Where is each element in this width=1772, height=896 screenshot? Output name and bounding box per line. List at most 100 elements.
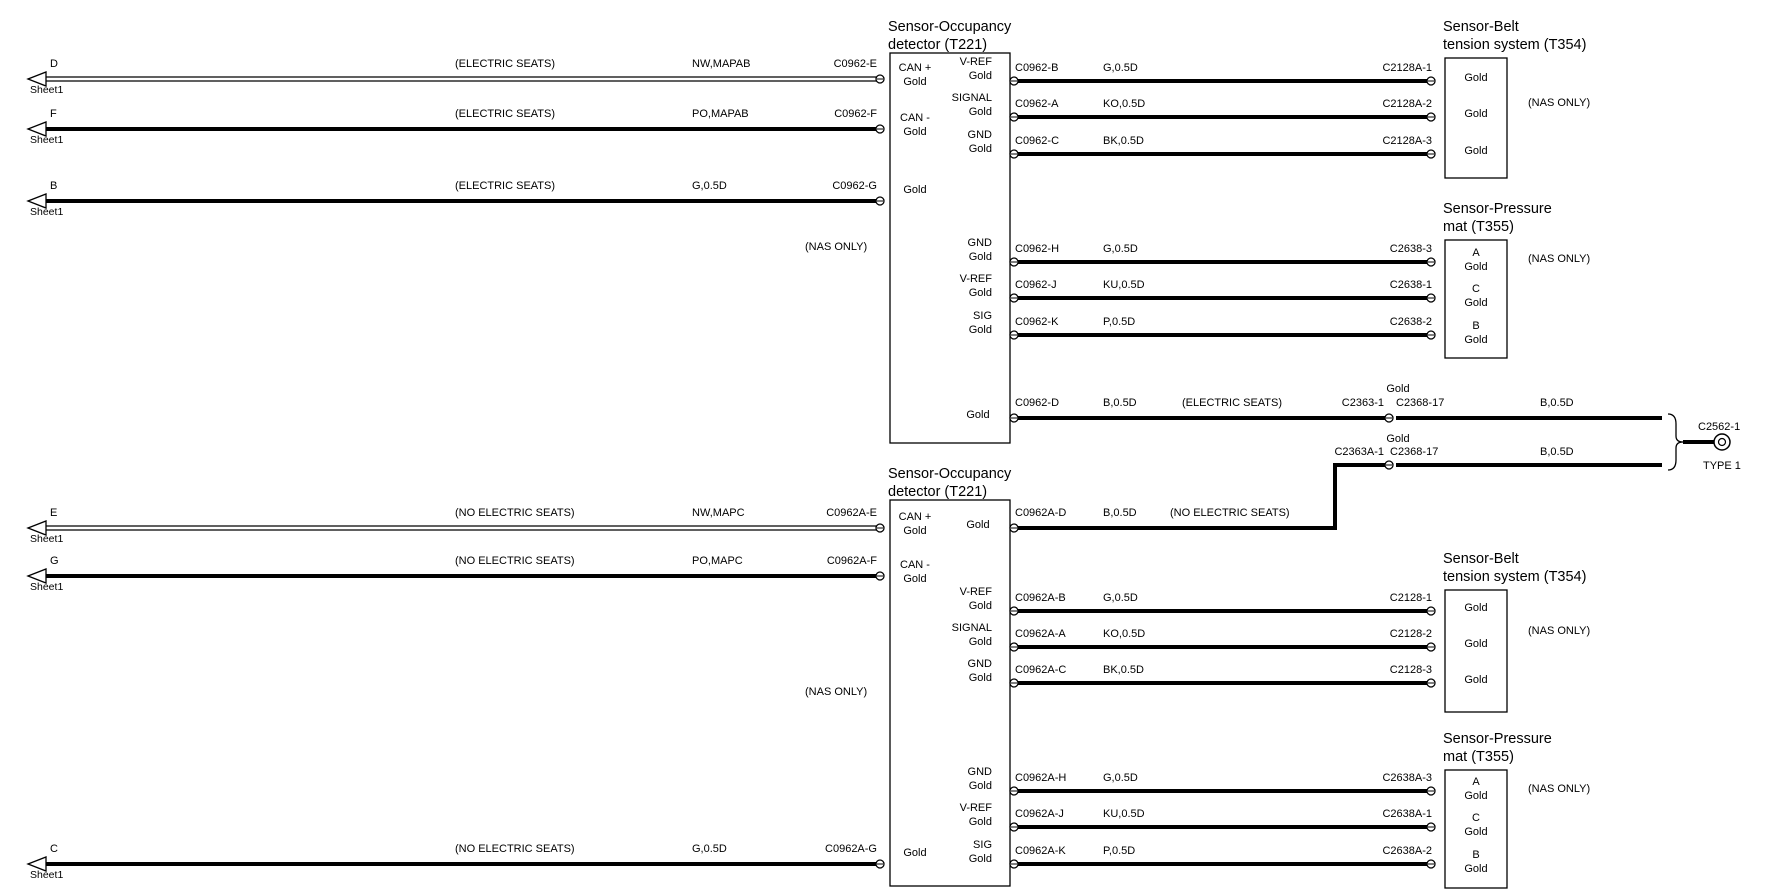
upper-rwirecode-5: P,0.5D <box>1103 316 1135 328</box>
splice-type: TYPE 1 <box>1703 460 1741 472</box>
upper-wirecode-2: G,0.5D <box>692 180 727 192</box>
lower-rlbl2-1: Gold <box>969 636 992 648</box>
upper-rpin2-3: C2638-3 <box>1390 243 1432 255</box>
lower-wirecode-1: PO,MAPC <box>692 555 743 567</box>
upper-sheet-1: Sheet1 <box>30 134 63 146</box>
lower-gnd-lbl: Gold <box>966 519 989 531</box>
upper-mat-letter-2: B <box>1472 320 1479 332</box>
upper-lbl1-0: CAN + <box>899 62 932 74</box>
lower-flag-letter-2: C <box>50 843 58 855</box>
lower-belt-nas: (NAS ONLY) <box>1528 625 1590 637</box>
lower-rwirecode-4: KU,0.5D <box>1103 808 1145 820</box>
upper-gnd-note: (ELECTRIC SEATS) <box>1182 397 1282 409</box>
lower-rlbl1-3: GND <box>968 766 993 778</box>
lower-rpin2-4: C2638A-1 <box>1382 808 1432 820</box>
upper-rwirecode-2: BK,0.5D <box>1103 135 1144 147</box>
upper-gnd-gold: Gold <box>1386 383 1409 395</box>
upper-rwirecode-0: G,0.5D <box>1103 62 1138 74</box>
lower-rwirecode-2: BK,0.5D <box>1103 664 1144 676</box>
lower-rlbl2-0: Gold <box>969 600 992 612</box>
upper-module-title-1: Sensor-Occupancy <box>888 19 1012 35</box>
lower-belt-title-1: Sensor-Belt <box>1443 551 1519 567</box>
upper-rlbl2-5: Gold <box>969 324 992 336</box>
lower-mat-gold-2: Gold <box>1464 863 1487 875</box>
lower-rlbl2-3: Gold <box>969 780 992 792</box>
upper-belt-pin-0: Gold <box>1464 72 1487 84</box>
lower-mat-letter-1: C <box>1472 812 1480 824</box>
upper-rwirecode-3: G,0.5D <box>1103 243 1138 255</box>
upper-belt-title-1: Sensor-Belt <box>1443 19 1519 35</box>
belt-sensor-upper-box <box>1444 57 1508 179</box>
upper-note-1: (ELECTRIC SEATS) <box>455 108 555 120</box>
upper-rlbl2-1: Gold <box>969 106 992 118</box>
lower-nas-only: (NAS ONLY) <box>805 686 867 698</box>
lower-module-title-2: detector (T221) <box>888 484 987 500</box>
upper-lbl1-1: CAN - <box>900 112 930 124</box>
occupancy-detector-lower-box <box>889 499 1011 887</box>
upper-belt-pin-1: Gold <box>1464 108 1487 120</box>
upper-gnd-wirecode: B,0.5D <box>1103 397 1137 409</box>
mat-sensor-lower-box <box>1444 769 1508 889</box>
lower-rwirecode-0: G,0.5D <box>1103 592 1138 604</box>
upper-rwirecode-4: KU,0.5D <box>1103 279 1145 291</box>
upper-rpin-1: C0962-A <box>1015 98 1059 110</box>
lower-pin-2: C0962A-G <box>825 843 877 855</box>
lower-rlbl2-5: Gold <box>969 853 992 865</box>
occupancy-detector-upper-box <box>889 52 1011 444</box>
upper-gnd-conn2: C2368-17 <box>1396 397 1444 409</box>
upper-gnd-pin: C0962-D <box>1015 397 1059 409</box>
lower-lbl2-1: Gold <box>903 573 926 585</box>
upper-rlbl1-1: SIGNAL <box>952 92 992 104</box>
upper-flag-letter-1: F <box>50 108 57 120</box>
lower-mat-title-1: Sensor-Pressure <box>1443 731 1552 747</box>
lower-gnd-wirecode: B,0.5D <box>1103 507 1137 519</box>
lower-rpin2-0: C2128-1 <box>1390 592 1432 604</box>
upper-pin-1: C0962-F <box>834 108 877 120</box>
upper-pin-0: C0962-E <box>834 58 877 70</box>
upper-rlbl1-0: V-REF <box>960 56 993 68</box>
upper-mat-gold-1: Gold <box>1464 297 1487 309</box>
upper-rpin2-1: C2128A-2 <box>1382 98 1432 110</box>
upper-lbl2-0: Gold <box>903 76 926 88</box>
upper-gnd-lbl: Gold <box>966 409 989 421</box>
upper-sheet-2: Sheet1 <box>30 206 63 218</box>
lower-mat-gold-0: Gold <box>1464 790 1487 802</box>
lower-belt-pin-2: Gold <box>1464 674 1487 686</box>
lower-rwirecode-1: KO,0.5D <box>1103 628 1145 640</box>
upper-flag-d-arrow <box>26 71 47 87</box>
upper-mat-letter-1: C <box>1472 283 1480 295</box>
lower-rwirecode-5: P,0.5D <box>1103 845 1135 857</box>
lower-gnd-gold: Gold <box>1386 433 1409 445</box>
lower-rpin-5: C0962A-K <box>1015 845 1066 857</box>
upper-pin-2: C0962-G <box>832 180 877 192</box>
upper-nas-only: (NAS ONLY) <box>805 241 867 253</box>
upper-rlbl2-4: Gold <box>969 287 992 299</box>
upper-sheet-0: Sheet1 <box>30 84 63 96</box>
lower-note-0: (NO ELECTRIC SEATS) <box>455 507 575 519</box>
belt-sensor-lower-box <box>1444 589 1508 713</box>
lower-lbl1-0: CAN + <box>899 511 932 523</box>
lower-rpin2-3: C2638A-3 <box>1382 772 1432 784</box>
upper-rpin-4: C0962-J <box>1015 279 1057 291</box>
upper-rpin2-4: C2638-1 <box>1390 279 1432 291</box>
lower-mat-gold-1: Gold <box>1464 826 1487 838</box>
upper-note-2: (ELECTRIC SEATS) <box>455 180 555 192</box>
lower-pin-1: C0962A-F <box>827 555 877 567</box>
lower-gnd-note: (NO ELECTRIC SEATS) <box>1170 507 1290 519</box>
lower-wirecode-0: NW,MAPC <box>692 507 745 519</box>
lower-mat-nas: (NAS ONLY) <box>1528 783 1590 795</box>
lower-gnd-conn2: C2368-17 <box>1390 446 1438 458</box>
lower-rlbl1-2: GND <box>968 658 993 670</box>
upper-rpin2-2: C2128A-3 <box>1382 135 1432 147</box>
lower-rpin2-2: C2128-3 <box>1390 664 1432 676</box>
upper-belt-title-2: tension system (T354) <box>1443 37 1586 53</box>
lower-flag-e-arrow <box>26 520 47 536</box>
lower-rpin-1: C0962A-A <box>1015 628 1066 640</box>
lower-rpin-3: C0962A-H <box>1015 772 1066 784</box>
upper-rpin-2: C0962-C <box>1015 135 1059 147</box>
lower-rlbl2-2: Gold <box>969 672 992 684</box>
upper-mat-letter-0: A <box>1472 247 1480 259</box>
upper-rlbl1-3: GND <box>968 237 993 249</box>
lower-note-2: (NO ELECTRIC SEATS) <box>455 843 575 855</box>
lower-module-title-1: Sensor-Occupancy <box>888 466 1012 482</box>
